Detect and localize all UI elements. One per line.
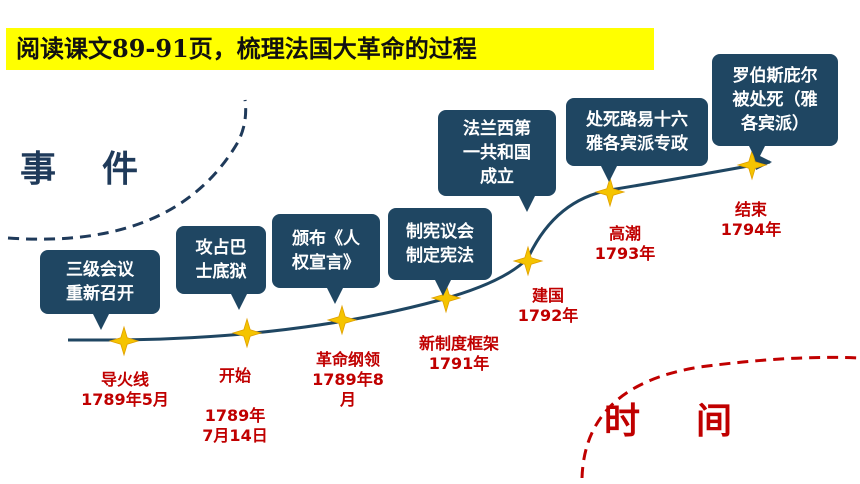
- star-marker-icon: [736, 149, 768, 181]
- event-bubble-constitution: 制宪议会 制定宪法: [388, 208, 492, 296]
- time-label-start: 开始 1789年 7月14日: [202, 366, 268, 445]
- event-bubble-republic: 法兰西第 一共和国 成立: [438, 110, 556, 212]
- bubble-tail: [434, 278, 452, 296]
- bubble-tail: [600, 164, 618, 182]
- event-bubble-louis-xvi: 处死路易十六 雅各宾派专政: [566, 98, 708, 182]
- event-text: 处死路易十六 雅各宾派专政: [586, 110, 688, 154]
- bubble-tail: [230, 292, 248, 310]
- timeline-curve: [68, 160, 771, 342]
- event-text: 三级会议 重新召开: [66, 260, 134, 304]
- event-text: 颁布《人 权宣言》: [292, 229, 360, 273]
- star-marker-icon: [512, 245, 544, 277]
- event-bubble-estates-general: 三级会议 重新召开: [40, 250, 160, 330]
- bubble-tail: [326, 286, 344, 304]
- time-label-end: 结束 1794年: [720, 200, 782, 239]
- event-bubble-robespierre: 罗伯斯庇尔 被处死（雅 各宾派）: [712, 54, 838, 162]
- times-side-label: 时间: [604, 400, 789, 442]
- time-label-framework: 新制度框架 1791年: [418, 334, 499, 373]
- star-marker-icon: [326, 304, 358, 336]
- lower-dashed-arc: [580, 355, 860, 479]
- time-label-climax: 高潮 1793年: [594, 224, 656, 263]
- star-marker-icon: [594, 176, 626, 208]
- event-text: 法兰西第 一共和国 成立: [463, 119, 531, 187]
- bubble-tail: [518, 194, 536, 212]
- star-marker-icon: [108, 325, 140, 357]
- event-text: 攻占巴 士底狱: [195, 238, 247, 282]
- event-bubble-declaration: 颁布《人 权宣言》: [272, 214, 380, 304]
- bubble-tail: [92, 312, 110, 330]
- star-marker-icon: [231, 317, 263, 349]
- page-title: 阅读课文89-91页，梳理法国大革命的过程: [6, 28, 654, 70]
- time-label-trigger: 导火线 1789年5月: [81, 370, 169, 409]
- time-label-program: 革命纲领 1789年8 月: [312, 350, 384, 409]
- event-text: 罗伯斯庇尔 被处死（雅 各宾派）: [732, 66, 818, 134]
- events-side-label: 事件: [20, 148, 185, 190]
- event-text: 制宪议会 制定宪法: [406, 222, 474, 266]
- time-label-founding: 建国 1792年: [517, 286, 579, 325]
- event-bubble-bastille: 攻占巴 士底狱: [176, 226, 266, 310]
- bubble-tail: [748, 144, 766, 162]
